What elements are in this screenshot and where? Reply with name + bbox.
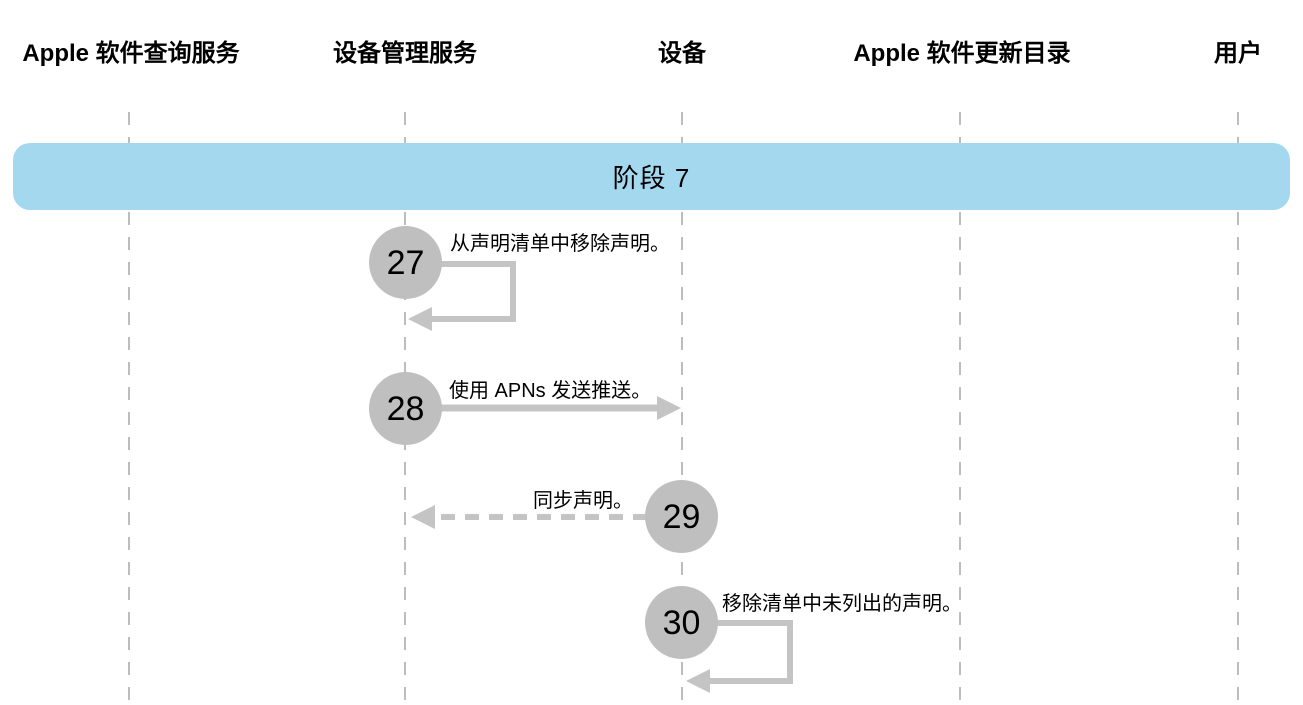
dashed-message-arrow-step-29 (411, 505, 647, 529)
lane-header-device-management: 设备管理服务 (333, 40, 477, 67)
step-label-30: 移除清单中未列出的声明。 (722, 593, 962, 615)
arrowhead-left-icon (411, 505, 435, 529)
self-loop-path (405, 261, 516, 322)
step-number-badge-30: 30 (645, 586, 718, 659)
lifeline-device (681, 112, 683, 705)
phase-banner-label: 阶段 7 (612, 163, 691, 193)
lane-header-device: 设备 (658, 40, 706, 67)
message-arrow-step-28 (438, 396, 681, 420)
lane-header-software-update-catalog: Apple 软件更新目录 (853, 40, 1071, 67)
arrowhead-left-icon (408, 307, 432, 331)
lane-header-user: 用户 (1214, 40, 1262, 67)
self-loop-arrow-step-30 (682, 620, 793, 693)
arrowhead-left-icon (686, 669, 710, 693)
self-loop-path (682, 620, 793, 684)
self-loop-arrow-step-27 (405, 261, 516, 331)
lifeline-apple-software-lookup (128, 112, 130, 705)
step-number-badge-28: 28 (369, 372, 442, 445)
lifeline-user (1237, 112, 1239, 705)
step-label-28: 使用 APNs 发送推送。 (449, 380, 652, 402)
lane-header-apple-software-lookup: Apple 软件查询服务 (22, 40, 240, 67)
step-number-badge-27: 27 (369, 226, 442, 299)
step-label-27: 从声明清单中移除声明。 (450, 233, 670, 255)
lifeline-software-update-catalog (959, 112, 961, 705)
step-number-badge-29: 29 (645, 480, 718, 553)
phase-banner: 阶段 7 (13, 143, 1290, 210)
step-label-29: 同步声明。 (533, 490, 633, 512)
arrowhead-right-icon (657, 396, 681, 420)
